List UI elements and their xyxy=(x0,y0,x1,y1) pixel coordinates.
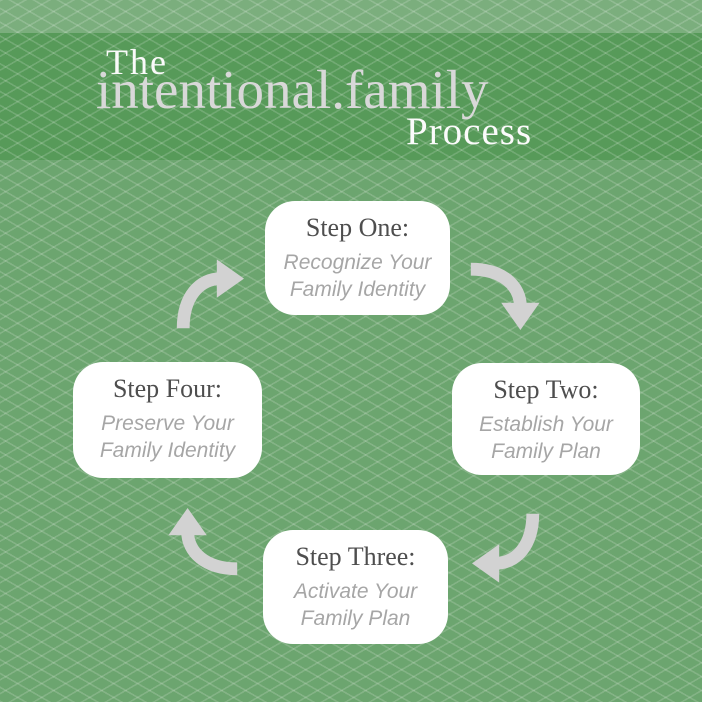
step-one-title: Step One: xyxy=(305,213,410,242)
arrow-step-four-to-step-one-icon xyxy=(168,251,248,335)
step-three-title: Step Three: xyxy=(295,542,416,571)
step-four-card: Step Four: Preserve Your Family Identity xyxy=(73,362,262,478)
step-four-title: Step Four: xyxy=(112,374,223,403)
header-brand-name: intentional.family xyxy=(96,59,489,120)
step-one-card: Step One: Recognize Your Family Identity xyxy=(265,201,450,315)
step-four-subtitle: Preserve Your Family Identity xyxy=(99,412,236,463)
arrow-step-three-to-step-four-icon xyxy=(162,502,242,586)
step-two-title: Step Two: xyxy=(493,375,599,404)
step-two-card: Step Two: Establish Your Family Plan xyxy=(452,363,640,475)
step-three-card: Step Three: Activate Your Family Plan xyxy=(263,530,448,644)
arrow-step-two-to-step-three-icon xyxy=(468,507,548,591)
top-strip xyxy=(0,0,702,33)
header-line-the: The xyxy=(106,42,168,82)
step-two-subtitle: Establish Your Family Plan xyxy=(479,413,613,464)
step-one-subtitle: Recognize Your Family Identity xyxy=(283,251,432,302)
header-banner xyxy=(0,33,702,160)
arrow-step-one-to-step-two-icon xyxy=(466,252,546,336)
step-three-subtitle: Activate Your Family Plan xyxy=(293,580,418,631)
header-line-process: Process xyxy=(406,110,533,153)
